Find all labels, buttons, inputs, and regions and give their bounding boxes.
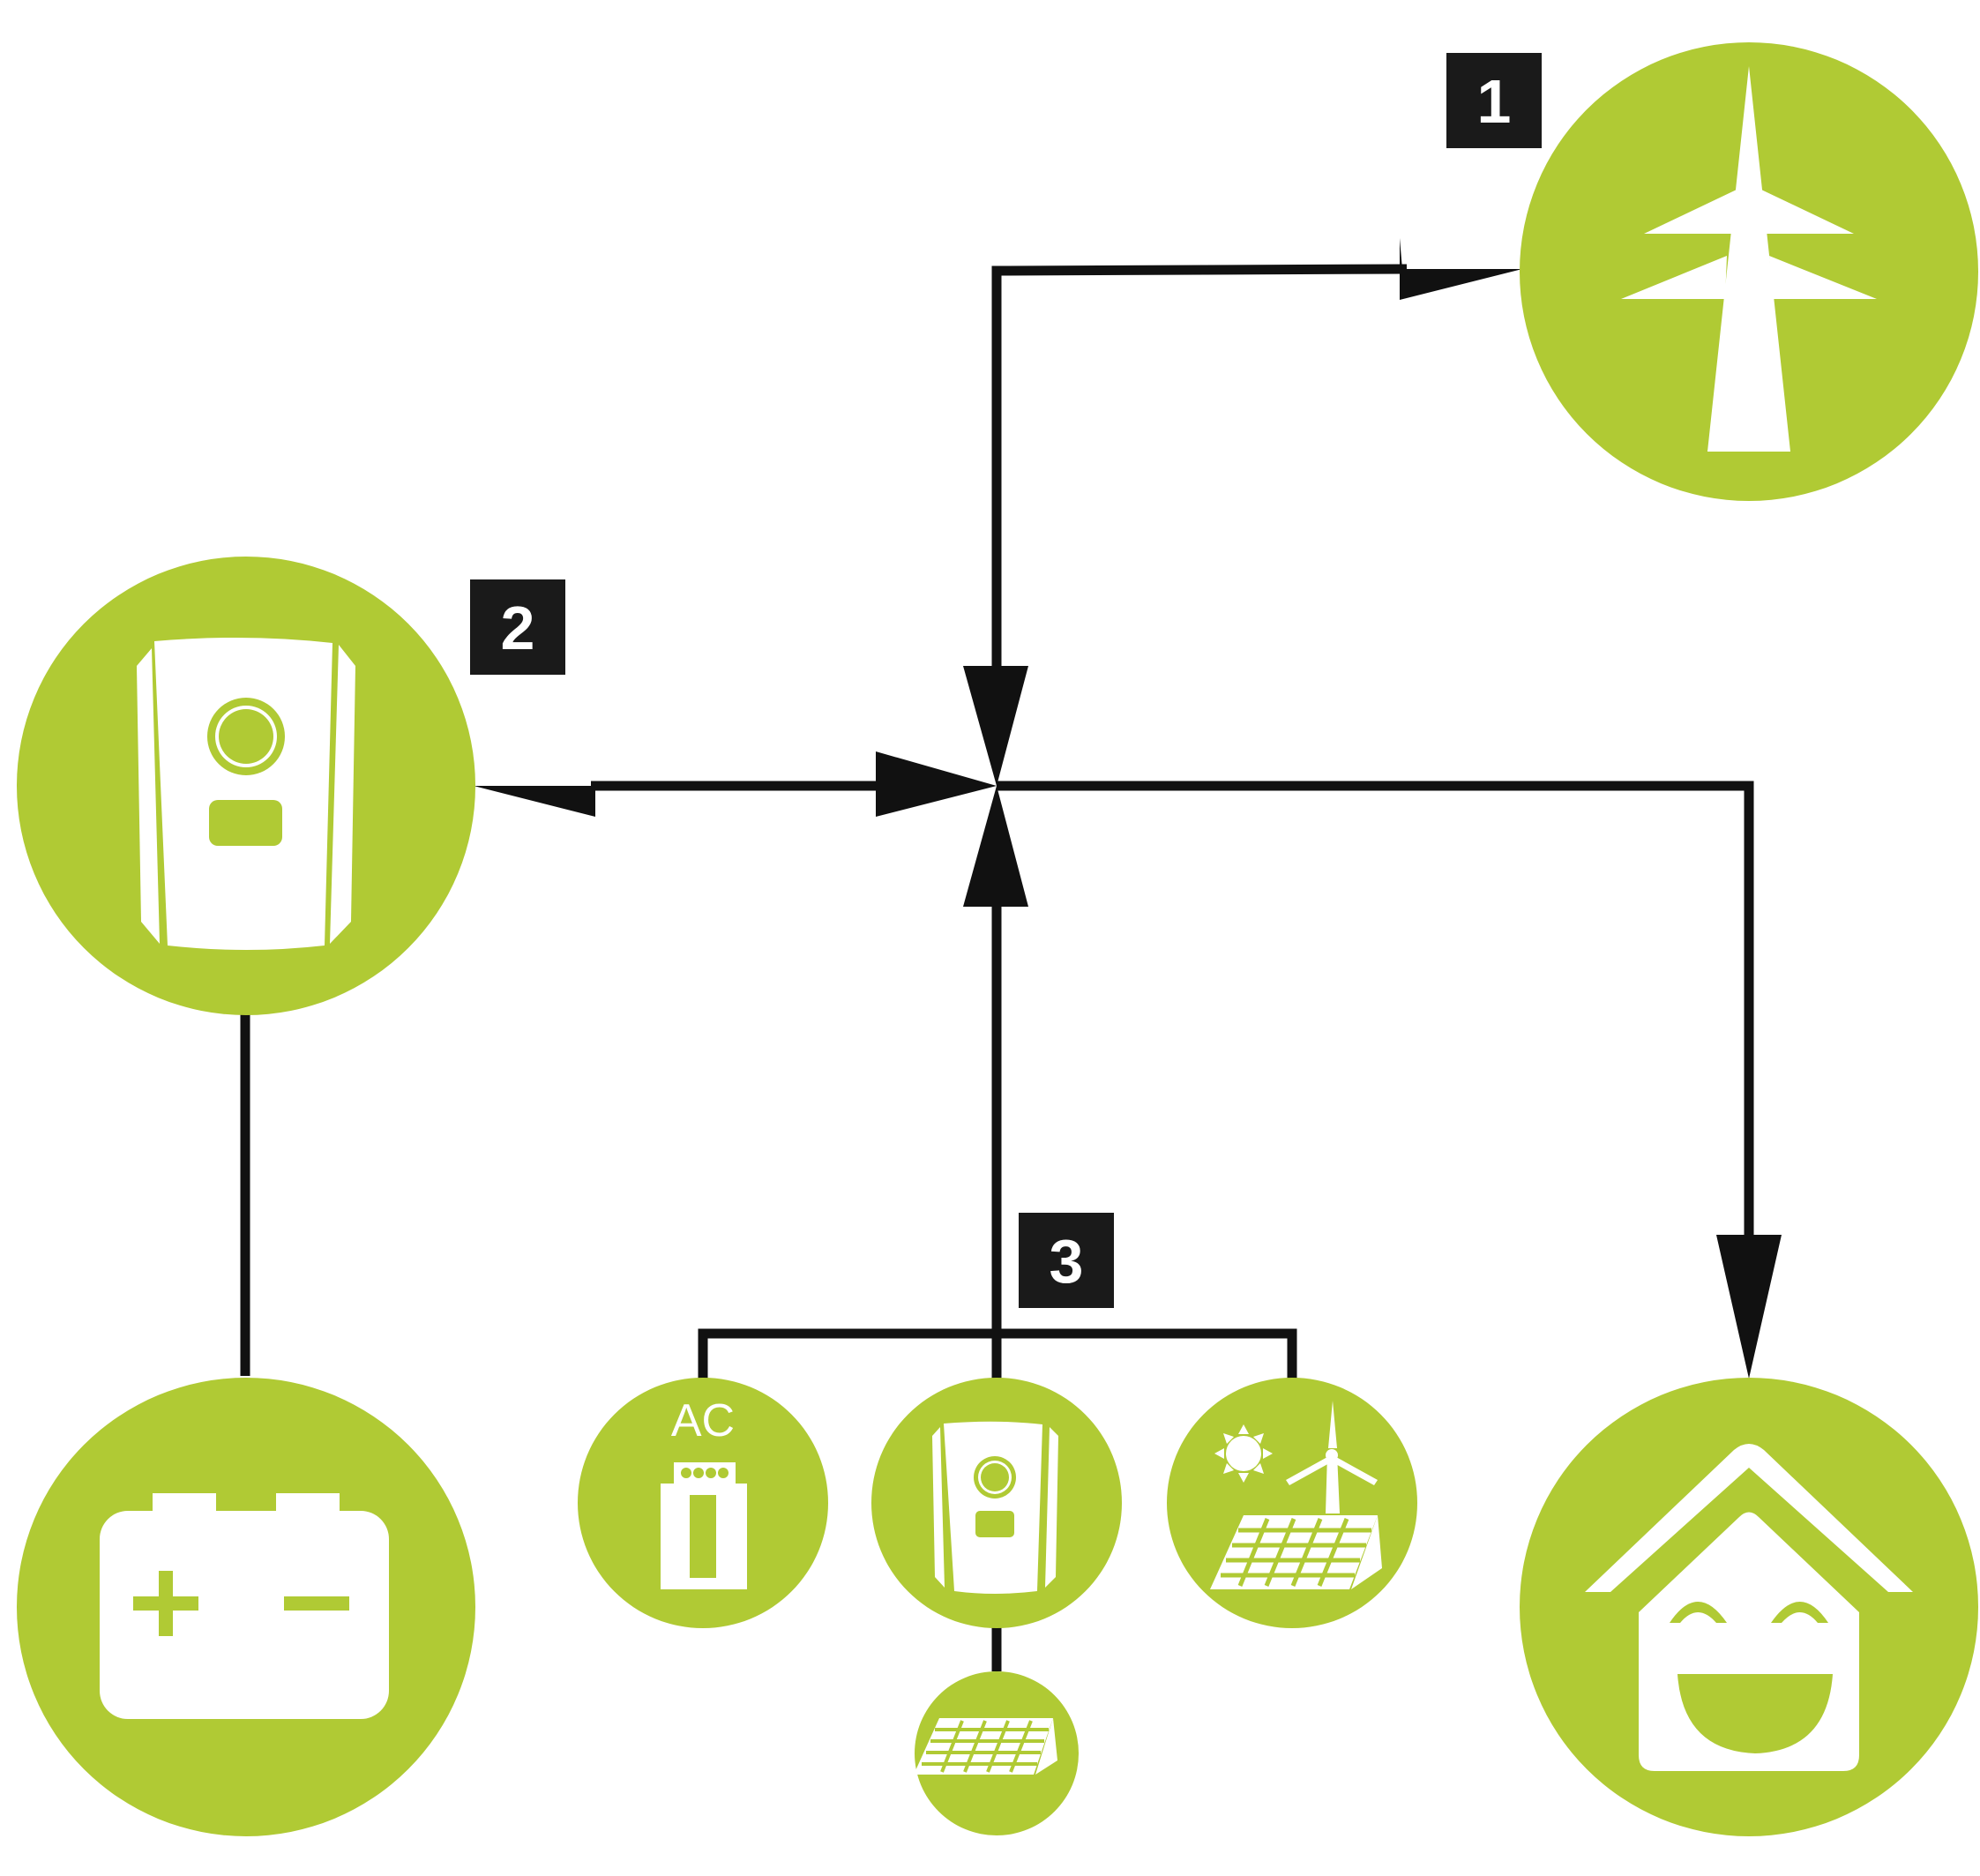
connection-lines [240,264,1754,1671]
house-node [1520,1378,1978,1836]
wind-turbine-icon [1286,1401,1378,1514]
solar-panel-icon [914,1718,1057,1775]
arrow-to-junction-from-generators [963,786,1028,907]
badge-3: 3 [1019,1213,1114,1308]
bhkw-label: BHKW [691,1514,715,1577]
storage-inverter-node [17,557,475,1015]
badge-2-label: 2 [501,594,535,662]
arrow-to-grid [1400,238,1522,300]
inverter-icon [137,637,355,950]
pv-panel-node [914,1671,1079,1835]
arrow-to-storage [474,751,595,817]
badge-1: 1 [1446,53,1542,148]
solar-panel-icon [1210,1515,1382,1589]
badge-1-label: 1 [1477,67,1512,136]
ac-label: AC [671,1395,735,1446]
pv-inverter-node [871,1378,1122,1628]
power-pylon-icon [1621,66,1877,452]
arrowheads [474,238,1782,1379]
grid-node [1520,42,1978,501]
sun-icon [1214,1424,1273,1483]
grid-line [991,264,1408,666]
smiling-house-icon [1585,1444,1913,1771]
arrow-to-junction-from-grid [963,666,1028,786]
chp-ac-icon: AC BHKW [661,1395,747,1589]
sun-wind-solar-icon [1210,1401,1382,1589]
battery-icon [100,1493,389,1719]
chp-node: AC BHKW [578,1378,828,1628]
arrow-to-house [1716,1235,1782,1379]
arrow-to-junction-from-storage [876,751,997,817]
badge-3-label: 3 [1050,1227,1084,1296]
inverter-icon [932,1421,1058,1594]
generators-bus [698,1328,1297,1379]
battery-node [17,1378,475,1836]
badge-2: 2 [470,579,565,675]
renewables-circle [1167,1378,1417,1628]
renewables-node [1167,1378,1417,1628]
house-line [997,781,1754,1235]
